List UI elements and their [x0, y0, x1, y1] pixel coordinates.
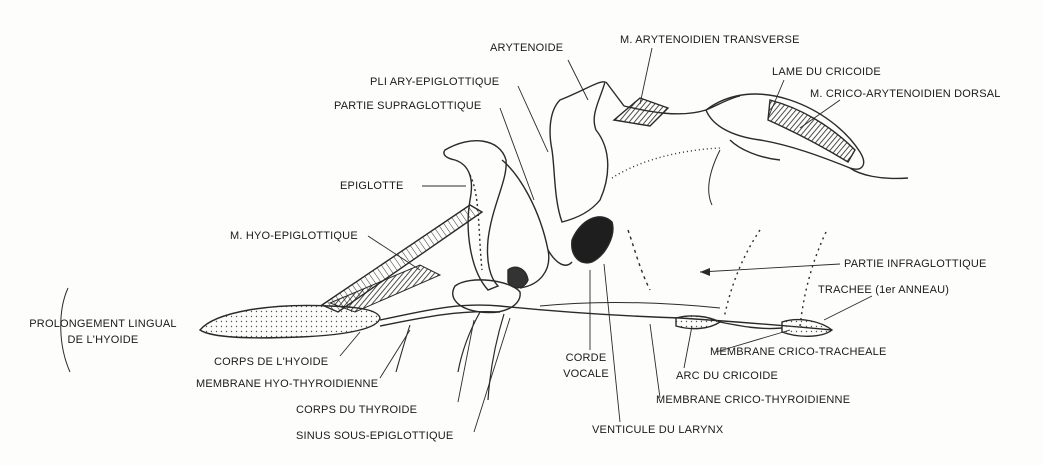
label-hyo-epiglottique: M. HYO-EPIGLOTTIQUE — [230, 230, 358, 243]
label-epiglotte: EPIGLOTTE — [340, 180, 404, 193]
label-arytenoide: ARYTENOIDE — [490, 42, 563, 55]
transverse-arytenoid-muscle — [614, 98, 668, 126]
label-corps-hyoide: CORPS DE L'HYOIDE — [214, 356, 328, 369]
label-corde-line2: VOCALE — [546, 368, 626, 381]
arytenoid — [550, 82, 608, 222]
label-arytenoidien-transverse: M. ARYTENOIDIEN TRANSVERSE — [620, 34, 800, 47]
label-partie-infraglottique: PARTIE INFRAGLOTTIQUE — [844, 258, 987, 271]
label-partie-supraglottique: PARTIE SUPRAGLOTTIQUE — [334, 100, 481, 113]
label-corps-thyroide: CORPS DU THYROIDE — [296, 404, 417, 417]
label-corde-line1: CORDE — [546, 352, 626, 365]
cricoid-arch — [676, 316, 720, 329]
label-trachee: TRACHEE (1er ANNEAU) — [818, 284, 949, 297]
label-pli-ary-epiglottique: PLI ARY-EPIGLOTTIQUE — [370, 76, 499, 89]
label-membrane-crico-thyroidienne: MEMBRANE CRICO-THYROIDIENNE — [656, 394, 850, 407]
label-lame-cricoide: LAME DU CRICOIDE — [772, 66, 881, 79]
label-membrane-hyo-thyroidienne: MEMBRANE HYO-THYROIDIENNE — [196, 378, 378, 391]
label-sinus-sous-epiglottique: SINUS SOUS-EPIGLOTTIQUE — [296, 430, 453, 443]
trachea-ring — [782, 320, 832, 337]
label-prolongement-line2: DE L'HYOIDE — [8, 334, 198, 347]
label-membrane-crico-tracheale: MEMBRANE CRICO-TRACHEALE — [710, 346, 887, 359]
label-crico-arytenoidien-dorsal: M. CRICO-ARYTENOIDIEN DORSAL — [810, 88, 1001, 101]
label-prolongement-line1: PROLONGEMENT LINGUAL — [8, 318, 198, 331]
vocal-fold — [572, 217, 613, 263]
label-arc-cricoide: ARC DU CRICOIDE — [676, 370, 778, 383]
label-venticule-larynx: VENTICULE DU LARYNX — [592, 424, 723, 437]
